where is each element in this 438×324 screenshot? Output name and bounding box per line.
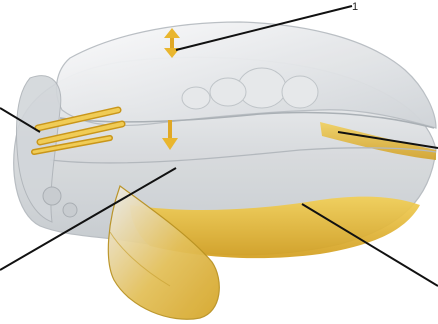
callout-number: 1 [352, 1, 358, 13]
